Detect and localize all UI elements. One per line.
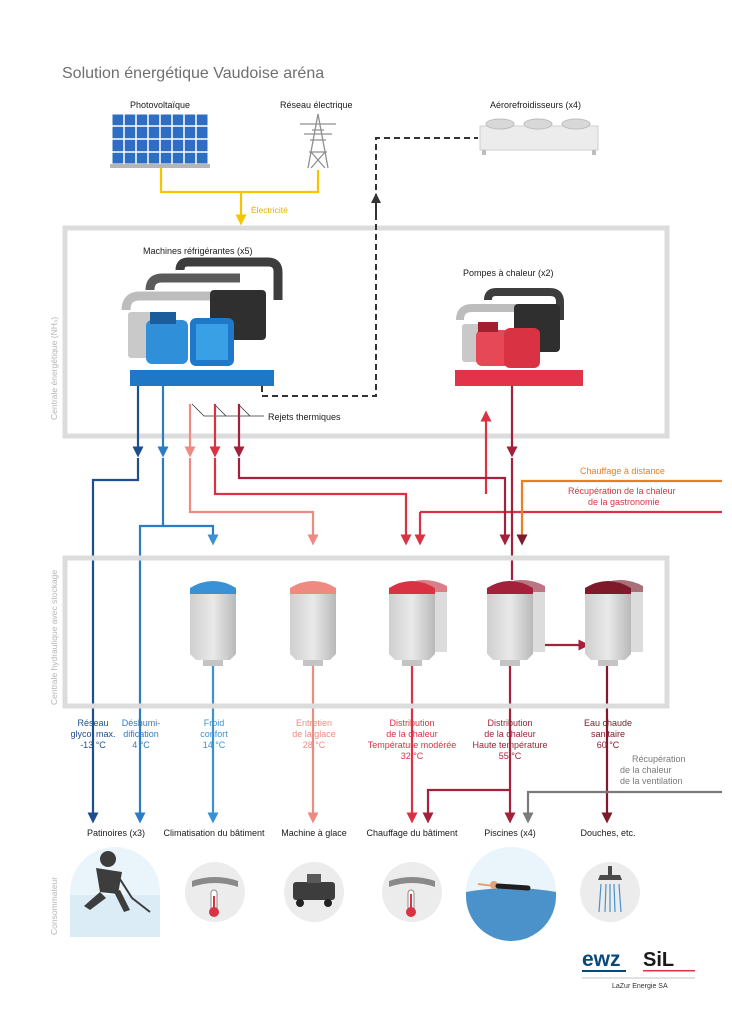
consumer-ice-rinks: Patinoires (x3) (87, 828, 145, 838)
storage-tank (585, 580, 643, 666)
tank-cap (389, 581, 435, 594)
circuit-high-l3: Haute température (472, 740, 547, 750)
electricity-label: Électricité (251, 205, 288, 215)
consumer-showers: Douches, etc. (580, 828, 635, 838)
consumer-pools: Piscines (x4) (484, 828, 536, 838)
dry-cooler-icon (479, 118, 599, 155)
cooler-dashed-line (261, 137, 478, 397)
thermal-rejects-label: Rejets thermiques (268, 412, 341, 422)
tank-body (487, 581, 533, 660)
chillers-label: Machines réfrigérantes (x5) (143, 246, 253, 256)
solar-label: Photovoltaïque (130, 100, 190, 110)
consumer-air-conditioning: Climatisation du bâtiment (163, 828, 265, 838)
tank-body (190, 581, 236, 660)
tank-foot (598, 660, 618, 666)
tank-cap (585, 581, 631, 594)
storage-tank (487, 580, 545, 666)
coolers-label: Aérorefroidisseurs (x4) (490, 100, 581, 110)
district-heating-label: Chauffage à distance (580, 466, 665, 476)
circuit-comfort-l3: 14 °C (203, 740, 226, 750)
tank-cap (190, 581, 236, 594)
air-conditioning-icon (185, 862, 245, 922)
circuit-comfort-l1: Froid (204, 718, 225, 728)
ice-machine-icon (284, 862, 344, 922)
circuit-ice-l3: 28 °C (303, 740, 326, 750)
tank-body (389, 581, 435, 660)
circuit-hotwater-l2: sanitaire (591, 729, 625, 739)
pipe-glycol (87, 386, 144, 824)
storage-side-label: Centrale hydraulique avec stockage (49, 570, 59, 705)
circuit-dehumid-l3: 4 °C (132, 740, 150, 750)
circuit-glycol-l3: -13 °C (80, 740, 106, 750)
circuit-glycol-l1: Réseau (77, 718, 108, 728)
sil-logo-text: SiL (643, 949, 674, 971)
circuit-dehumid-l1: Déshumi- (122, 718, 161, 728)
ventilation-label-1: Récupération (632, 754, 686, 764)
circuit-hotwater-l1: Eau chaude (584, 718, 632, 728)
thermal-rejects-pointers (191, 403, 264, 417)
circuit-dehumid-l2: dification (123, 729, 159, 739)
chiller-machines-icon (121, 257, 283, 386)
circuit-high-l4: 55 °C (499, 751, 522, 761)
circuit-moderate-l2: de la chaleur (386, 729, 438, 739)
heat-pumps-label: Pompes à chaleur (x2) (463, 268, 554, 278)
shower-icon (580, 862, 640, 922)
tank-foot (303, 660, 323, 666)
page-title: Solution énergétique Vaudoise aréna (62, 65, 324, 82)
energy-plant-side-label: Centrale énergétique (NH₃) (49, 317, 59, 420)
power-pylon-icon (300, 113, 336, 169)
hockey-player-icon (70, 847, 160, 937)
storage-box (62, 555, 670, 709)
ewz-logo-text: ewz (582, 948, 621, 971)
company-name: LaZur Energie SA (612, 983, 668, 990)
pipe-moderate (209, 404, 722, 824)
heat-pump-machines-icon (455, 288, 583, 386)
tank-body (585, 581, 631, 660)
tank-body (290, 581, 336, 660)
tank-foot (500, 660, 520, 666)
energy-plant-box (62, 225, 670, 439)
ventilation-recovery-label: Récupération de la chaleur de la ventila… (620, 754, 686, 786)
consumer-labels: Patinoires (x3) Climatisation du bâtimen… (87, 828, 636, 838)
circuit-moderate-l4: 32 °C (401, 751, 424, 761)
storage-tanks (190, 580, 643, 666)
pipe-district (516, 479, 722, 546)
tank-cap (487, 581, 533, 594)
gastro-recovery-label-1: Récupération de la chaleur (568, 486, 676, 496)
pipe-ice (184, 404, 319, 824)
gastro-recovery-label-2: de la gastronomie (588, 497, 660, 507)
circuit-moderate-l3: Température modérée (368, 740, 457, 750)
electricity-line (159, 168, 320, 226)
ventilation-label-3: de la ventilation (620, 776, 683, 786)
consumer-ice-machine: Machine à glace (281, 828, 347, 838)
circuit-labels: Réseau glycol max. -13 °C Déshumi- dific… (70, 718, 632, 761)
circuit-high-l1: Distribution (487, 718, 532, 728)
storage-tank (290, 581, 336, 666)
consumer-side-label: Consommateur (49, 877, 59, 935)
sil-logo: SiL (643, 949, 695, 972)
circuit-hotwater-l3: 60 °C (597, 740, 620, 750)
building-heating-icon (382, 862, 442, 922)
tank-foot (203, 660, 223, 666)
circuit-ice-l2: de la glace (292, 729, 336, 739)
circuit-ice-l1: Entretien (296, 718, 332, 728)
pipe-dehumidification (134, 386, 219, 824)
grid-label: Réseau électrique (280, 100, 353, 110)
storage-tank (190, 581, 236, 666)
ventilation-label-2: de la chaleur (620, 765, 672, 775)
tank-foot (402, 660, 422, 666)
circuit-comfort-l2: confort (200, 729, 228, 739)
circuit-moderate-l1: Distribution (389, 718, 434, 728)
storage-tank (389, 580, 447, 666)
solar-panel-icon (110, 113, 210, 168)
consumer-building-heating: Chauffage du bâtiment (367, 828, 458, 838)
circuit-high-l2: de la chaleur (484, 729, 536, 739)
pipe-ventilation (522, 790, 722, 824)
ewz-logo: ewz (582, 948, 626, 972)
circuit-glycol-l2: glycol max. (70, 729, 115, 739)
swimmer-icon (466, 847, 556, 941)
tank-cap (290, 581, 336, 594)
